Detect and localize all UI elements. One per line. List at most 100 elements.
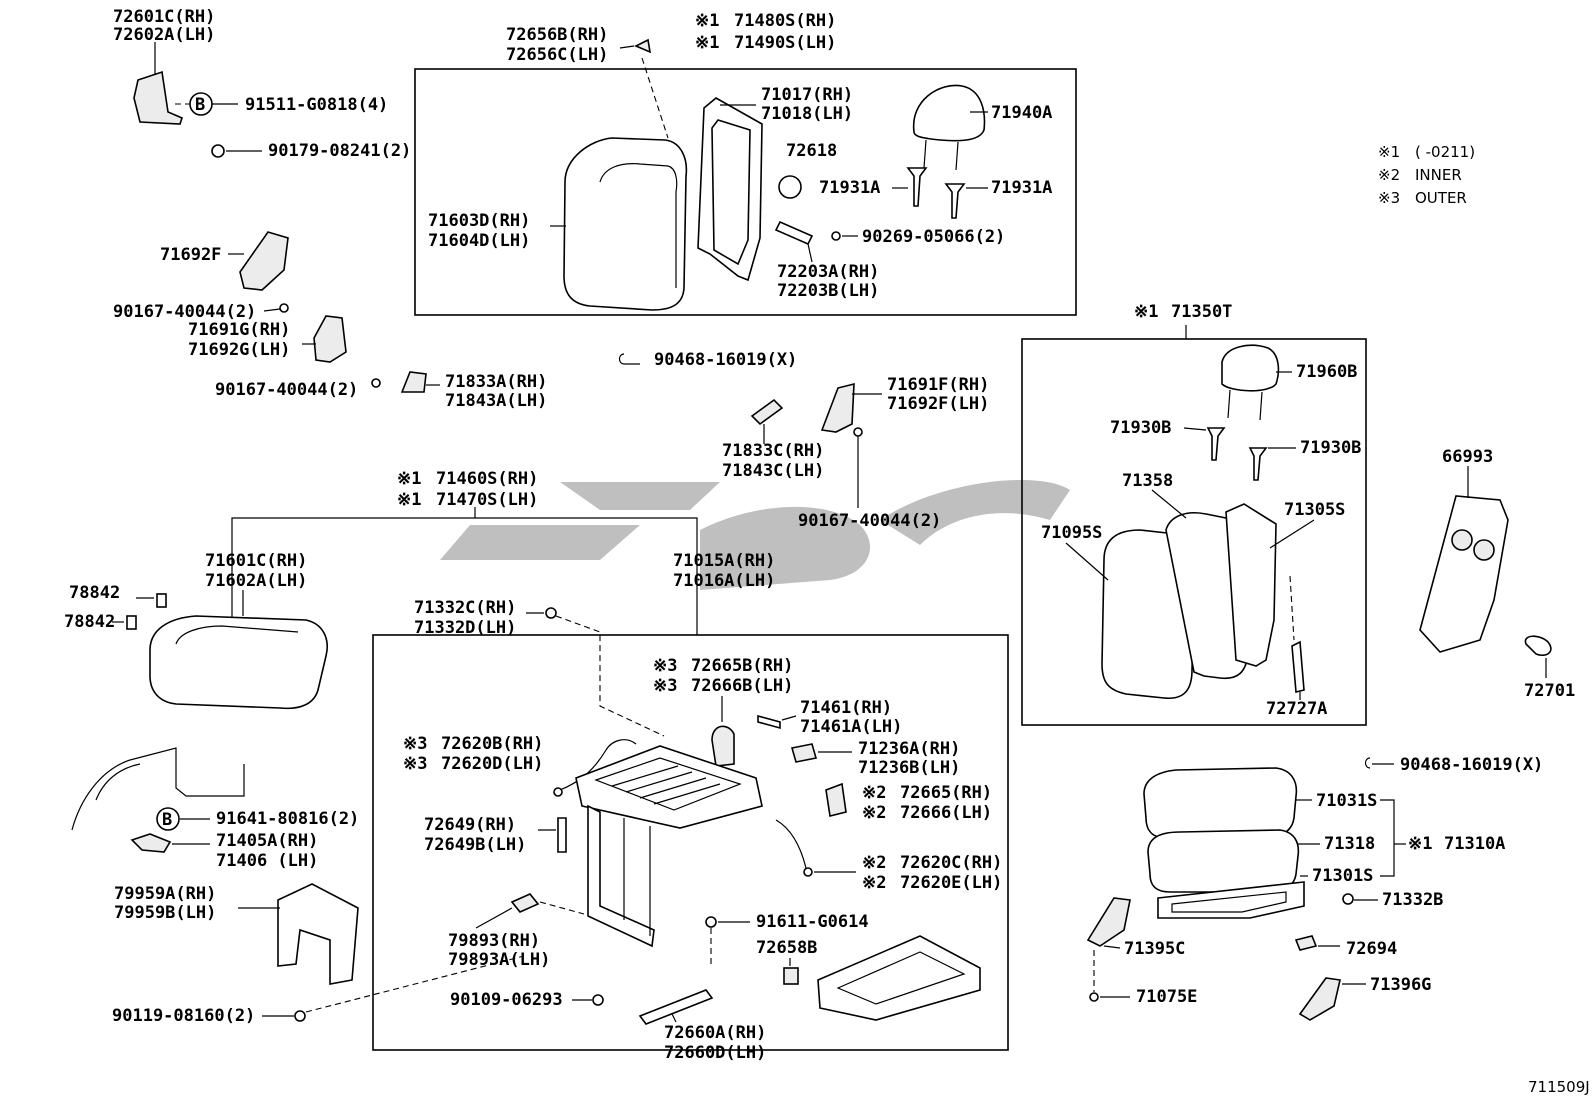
cover-71396g — [1298, 977, 1341, 1021]
mark-72620d: ※3 — [403, 754, 427, 774]
label-90167-a: 90167-40044(2) — [113, 302, 256, 322]
label-66993: 66993 — [1442, 447, 1493, 467]
seat-frame-leg — [587, 804, 655, 948]
label-71075e: 71075E — [1136, 987, 1197, 1007]
group-mark-back-1: ※1 — [695, 11, 719, 31]
label-72620e: 72620E(LH) — [900, 873, 1002, 893]
group-mark-rear: ※1 — [1134, 302, 1158, 322]
legend-mark-3: ※3 — [1378, 189, 1400, 207]
label-72620b: 72620B(RH) — [441, 734, 543, 754]
cap-71332c — [545, 607, 557, 619]
label-72203b: 72203B(LH) — [777, 281, 879, 301]
label-71691f: 71691F(RH) — [887, 375, 989, 395]
label-72665: 72665(RH) — [900, 783, 992, 803]
callout-b-letter-2: B — [162, 810, 172, 830]
label-90109: 90109-06293 — [450, 990, 563, 1010]
label-71332d: 71332D(LH) — [414, 618, 516, 638]
label-72666: 72666(LH) — [900, 803, 992, 823]
cushion-assy-bracket — [231, 517, 698, 635]
hinge-cover-part — [400, 371, 427, 393]
label-90179: 90179-08241(2) — [268, 141, 411, 161]
label-71095s: 71095S — [1041, 523, 1102, 543]
label-79893: 79893(RH) — [448, 931, 540, 951]
label-71461a: 71461A(LH) — [800, 717, 902, 737]
label-71332c: 71332C(RH) — [414, 598, 516, 618]
mark-72620e: ※2 — [862, 873, 886, 893]
clip-90468-b — [1364, 757, 1371, 769]
seat-cushion-71601c — [149, 615, 328, 710]
label-71310a: 71310A — [1444, 834, 1505, 854]
label-71301s: 71301S — [1312, 866, 1373, 886]
label-71405a: 71405A(RH) — [216, 831, 318, 851]
seat-frame-base — [817, 935, 981, 1021]
label-71692g: 71692G(LH) — [188, 340, 290, 360]
label-71236a: 71236A(RH) — [858, 739, 960, 759]
label-72666b: 72666B(LH) — [691, 676, 793, 696]
legend-text-3: OUTER — [1415, 189, 1467, 207]
group-label-rear: 71350T — [1171, 302, 1232, 322]
cover-79893 — [510, 893, 540, 913]
label-79959a: 79959A(RH) — [114, 884, 216, 904]
cover-72727a — [1291, 640, 1305, 694]
headrest-71960b — [1221, 344, 1280, 392]
label-90167-c: 90167-40044(2) — [798, 511, 941, 531]
floor-outline — [71, 747, 245, 831]
group-label-cushion-rh: 71460S(RH) — [436, 469, 538, 489]
legend-mark-1: ※1 — [1378, 143, 1400, 161]
label-79893a: 79893A(LH) — [448, 950, 550, 970]
label-72620d: 72620D(LH) — [441, 754, 543, 774]
label-72620c: 72620C(RH) — [900, 853, 1002, 873]
legend: ※1 ( -0211) ※2 INNER ※3 OUTER — [1378, 143, 1475, 207]
frame-71301s — [1157, 881, 1305, 919]
mark-72666b: ※3 — [653, 676, 677, 696]
callout-b-letter: B — [195, 95, 205, 115]
label-71396g: 71396G — [1370, 975, 1431, 995]
figure-id: 711509J — [1528, 1078, 1590, 1096]
cover-79959a — [277, 883, 359, 985]
knob-part — [634, 38, 652, 54]
group-label-cushion-lh: 71470S(LH) — [436, 490, 538, 510]
pad-71318 — [1147, 829, 1300, 893]
label-71930b-1: 71930B — [1110, 418, 1171, 438]
label-71603d: 71603D(RH) — [428, 211, 530, 231]
clip-90468 — [618, 353, 640, 365]
label-91511: 91511-G0818(4) — [245, 95, 388, 115]
bolt-90119 — [294, 1010, 306, 1022]
mark-71310a: ※1 — [1408, 834, 1432, 854]
patch-78842-2 — [126, 615, 137, 630]
label-71332b: 71332B — [1382, 890, 1443, 910]
label-71843c: 71843C(LH) — [722, 461, 824, 481]
label-71604d: 71604D(LH) — [428, 231, 530, 251]
label-71602a: 71602A(LH) — [205, 571, 307, 591]
mark-72620b: ※3 — [403, 734, 427, 754]
seatback-cushion — [563, 137, 688, 311]
screw-90167 — [853, 427, 863, 437]
label-90167-b: 90167-40044(2) — [215, 380, 358, 400]
cushion-71031s — [1143, 767, 1298, 839]
label-71016a: 71016A(LH) — [673, 571, 775, 591]
label-71236b: 71236B(LH) — [858, 758, 960, 778]
legend-text-1: ( -0211) — [1415, 143, 1475, 161]
label-72658b: 72658B — [756, 938, 817, 958]
clip-72658b — [783, 967, 799, 985]
label-72618: 72618 — [786, 141, 837, 161]
label-71960b: 71960B — [1296, 362, 1357, 382]
label-72727a: 72727A — [1266, 699, 1327, 719]
label-72649: 72649(RH) — [424, 815, 516, 835]
group-label-back-rh: 71480S(RH) — [734, 11, 836, 31]
label-72656c: 72656C(LH) — [506, 45, 608, 65]
label-71318: 71318 — [1324, 834, 1375, 854]
mark-72620c: ※2 — [862, 853, 886, 873]
lever-72665 — [825, 782, 847, 817]
label-72601c: 72601C(RH) — [113, 7, 215, 27]
band-72701 — [1524, 635, 1552, 657]
label-71017: 71017(RH) — [761, 85, 853, 105]
group-mark-cushion-2: ※1 — [397, 490, 421, 510]
group-mark-back-2: ※1 — [695, 33, 719, 53]
label-72701: 72701 — [1524, 681, 1575, 701]
label-78842-1: 78842 — [69, 583, 120, 603]
label-91641: 91641-80816(2) — [216, 809, 359, 829]
spring-71461 — [757, 714, 781, 730]
label-72203a: 72203A(RH) — [777, 262, 879, 282]
